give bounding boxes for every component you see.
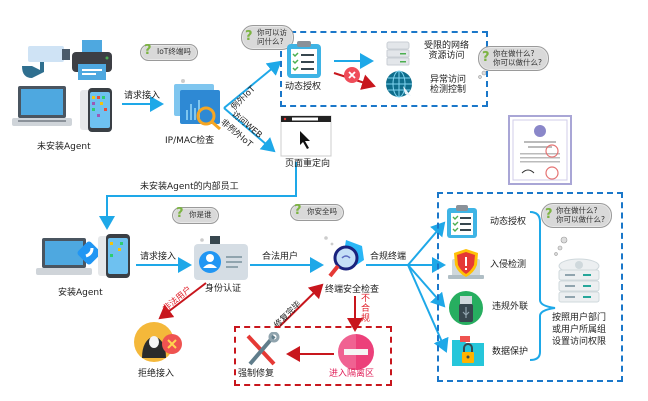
agent-devices-group (36, 234, 136, 284)
restricted-resource-label: 受限的网络资源访问 (424, 41, 469, 62)
policy-line2: 或用户所属组 (552, 325, 607, 336)
right-item-label-external-link: 违规外联 (492, 302, 529, 312)
bubble-text-line2: 你可以做什么? (556, 214, 605, 224)
restricted-resource-line2: 资源访问 (428, 51, 465, 62)
camera-icon (22, 46, 70, 78)
identity-auth-label: 身份认证 (205, 284, 242, 294)
page-redirect-label: 页面重定向 (285, 159, 331, 169)
restricted-resource-line1: 受限的网络 (424, 41, 470, 51)
safe-question-bubble: ? 你安全吗 (290, 203, 344, 221)
question-mark-icon: ? (294, 203, 302, 219)
unmanaged-devices-group (12, 36, 116, 136)
compliant-label: 合规终端 (370, 252, 407, 262)
repair-tools-icon (246, 332, 280, 366)
arrow-to-data-protection (407, 264, 449, 353)
abnormal-access-line1: 异常访问 (430, 75, 467, 85)
security-scan-icon (324, 236, 364, 278)
clipboard-checklist-icon (447, 205, 477, 238)
arrow-non-exception-iot (223, 107, 276, 153)
quarantine-box (234, 326, 392, 386)
iot-question-bubble: ? IoT终端吗 (140, 43, 198, 61)
internal-staff-label: 未安装Agent的内部员工 (140, 182, 239, 192)
locked-folder-icon (452, 336, 484, 366)
phone-icon (98, 234, 130, 278)
safe-question-text: 你安全吗 (307, 207, 337, 216)
reject-hacker-icon (134, 322, 182, 362)
force-repair-label: 强制修复 (238, 369, 275, 379)
what-can-access-bubble: ? 你可以访问什么? (241, 25, 294, 51)
legal-user-label: 合法用户 (262, 252, 299, 262)
what-doing-bubble-right: ?你在做什么?你可以做什么? (541, 203, 612, 229)
right-bracket (529, 211, 556, 361)
quarantine-no-entry-icon (338, 334, 374, 370)
who-question-bubble: ? 你是谁 (172, 206, 219, 224)
security-check-label: 终端安全检查 (325, 285, 380, 295)
question-mark-icon: ? (245, 28, 253, 44)
ipmac-check-label: IP/MAC检查 (165, 136, 215, 146)
dynamic-auth-label-top: 动态授权 (285, 82, 322, 92)
right-item-label-data-protection: 数据保护 (492, 347, 529, 357)
ipmac-scan-icon (174, 79, 221, 130)
right-item-label-dynamic-auth: 动态授权 (490, 217, 527, 227)
request-access-label-top: 请求接入 (124, 91, 161, 101)
abnormal-access-line2: 检测控制 (430, 85, 467, 96)
phone-icon (80, 88, 112, 132)
iot-question-text: IoT终端吗 (157, 47, 191, 56)
what-doing-bubble-top: ?你在做什么?你可以做什么? (478, 46, 549, 72)
laptop-icon (12, 86, 72, 126)
server-icon (386, 41, 410, 66)
laptop-icon (36, 238, 92, 275)
deny-x-icon (344, 67, 360, 83)
question-mark-icon: ? (144, 43, 152, 59)
certificate-image (508, 115, 572, 185)
arrow-internal-staff (99, 162, 297, 230)
bubble-text-line1: 你在做什么? (493, 49, 535, 58)
noncompliant-label: 不合规 (361, 294, 371, 324)
question-mark-icon: ? (176, 206, 184, 222)
policy-description: 按照用户部门或用户所属组设置访问权限 (552, 312, 606, 348)
globe-icon (386, 70, 412, 98)
printer-icon (72, 40, 112, 80)
right-item-label-intrusion-detection: 入侵检测 (490, 260, 527, 270)
reject-access-label: 拒绝接入 (138, 369, 175, 379)
quarantine-label: 进入隔离区 (329, 369, 375, 379)
bubble-text-line1: 你可以访 (257, 28, 287, 37)
bubble-text-line2: 你可以做什么? (493, 57, 542, 67)
question-mark-icon: ? (482, 49, 490, 65)
id-card-icon (194, 236, 248, 280)
abnormal-access-label: 异常访问检测控制 (430, 75, 466, 96)
bubble-text-line1: 你在做什么? (556, 206, 598, 215)
bubble-text-line2: 问什么? (257, 36, 284, 46)
usb-icon (449, 291, 483, 325)
clipboard-checklist-icon (287, 41, 321, 78)
arrow-exception-iot (223, 60, 282, 109)
policy-line3: 设置访问权限 (552, 337, 607, 348)
agent-installed-label: 安装Agent (58, 288, 103, 298)
request-access-label-bottom: 请求接入 (140, 252, 177, 262)
arrow-repair-done (279, 283, 324, 327)
policy-server-icon (558, 258, 600, 303)
shield-alert-icon (448, 249, 484, 279)
who-question-text: 你是谁 (189, 210, 212, 219)
unmanaged-devices-label: 未安装Agent (37, 142, 91, 152)
policy-line1: 按照用户部门 (552, 313, 607, 323)
arrow-illegal-user (158, 282, 207, 320)
agent-logo-icon (77, 241, 101, 265)
browser-redirect-icon (280, 115, 332, 157)
terminal-control-panel (437, 192, 623, 382)
question-mark-icon: ? (545, 206, 553, 222)
